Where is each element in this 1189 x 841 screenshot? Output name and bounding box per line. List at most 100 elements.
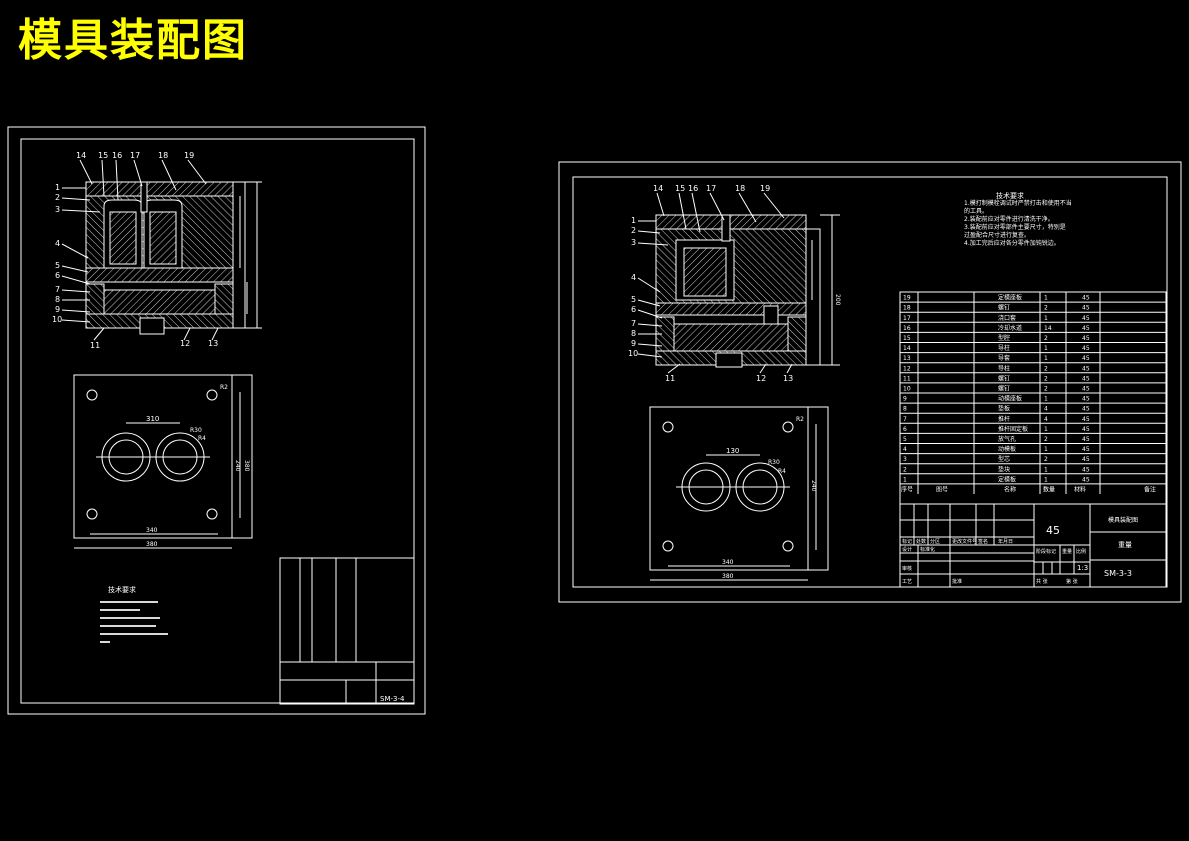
bom-cell: 7 [903, 416, 907, 423]
bom-cell: 1 [1044, 446, 1048, 453]
bom-cell: 1 [1044, 315, 1048, 322]
right-part-labels-bottom: 11 12 13 [665, 374, 793, 383]
bom-cell: 45 [1082, 355, 1090, 362]
bom-cell: 1 [1044, 466, 1048, 473]
bom-cell: 动模板 [998, 445, 1016, 453]
left-part-12: 12 [180, 339, 190, 348]
left-sheet-outer-border [7, 126, 426, 715]
bom-cell: 推杆 [998, 415, 1010, 423]
right-part-6: 6 [631, 305, 636, 314]
left-dim-380v: 380 [243, 460, 250, 472]
bom-cell: 1 [1044, 476, 1048, 483]
right-part-4: 4 [631, 273, 636, 282]
right-section-view: 200 [655, 214, 841, 368]
bom-cell: 45 [1082, 396, 1090, 403]
bom-cell: 9 [903, 396, 907, 403]
bom-cell: 2 [1044, 436, 1048, 443]
right-part-7: 7 [631, 319, 636, 328]
right-dim-240: 240 [810, 480, 817, 492]
bom-cell: 45 [1082, 325, 1090, 332]
bom-cell: 18 [903, 305, 911, 312]
bom-cell: 型腔 [998, 334, 1010, 342]
left-part-15: 15 [98, 151, 108, 160]
right-tech-req-line-2: 的工具。 [964, 207, 988, 215]
bom-cell: 45 [1082, 375, 1090, 382]
right-tech-req-line-3: 2.装配前应对零件进行清洗干净。 [964, 215, 1054, 223]
tb-label-sign: 签名 [978, 538, 988, 545]
bom-cell: 10 [903, 386, 911, 393]
left-part-18: 18 [158, 151, 168, 160]
title-block-weight: 重量 [1118, 541, 1132, 549]
bom-cell: 垫块 [998, 465, 1010, 473]
bom-cell: 导柱 [998, 364, 1010, 372]
bom-cell: 45 [1082, 386, 1090, 393]
left-part-13: 13 [208, 339, 218, 348]
left-part-16: 16 [112, 151, 122, 160]
left-part-6: 6 [55, 271, 60, 280]
bom-cell: 导套 [998, 354, 1010, 362]
bom-cell: 1 [1044, 345, 1048, 352]
tb-label-total-sheets: 共 张 [1036, 578, 1048, 585]
left-leader-lines [61, 159, 219, 341]
bom-cell: 1 [1044, 396, 1048, 403]
left-part-labels-left: 1 2 3 4 5 6 7 8 9 10 [52, 183, 62, 324]
right-tech-requirements: 技术要求 1.模打制模栓调试时严禁打击和使用不当 的工具。 2.装配前应对零件进… [964, 191, 1072, 247]
bom-cell: 垫板 [998, 405, 1010, 413]
tb-label-process: 工艺 [902, 579, 912, 585]
right-title-block: 45 模具装配图 重量 1:3 SM-3-3 标记 处数 分区 更改文件号 签名… [899, 503, 1167, 588]
left-part-4: 4 [55, 239, 60, 248]
tb-label-weight: 重量 [1062, 548, 1072, 555]
bom-cell: 45 [1082, 345, 1090, 352]
right-part-16: 16 [688, 184, 698, 193]
left-part-1: 1 [55, 183, 60, 192]
left-tech-req-title: 技术要求 [108, 585, 136, 594]
left-dim-240: 240 [234, 460, 241, 472]
left-part-labels-bottom: 11 12 13 [90, 339, 218, 350]
left-drawing-number: SM-3-4 [380, 695, 405, 703]
right-plan-view: 130 340 380 240 R30 R4 R2 [649, 406, 829, 581]
left-tech-req-text [100, 601, 168, 643]
left-dim-r4: R4 [198, 435, 206, 442]
bom-header-cell: 材料 [1074, 486, 1086, 494]
tb-label-count: 处数 [916, 538, 926, 545]
bom-cell: 1 [1044, 295, 1048, 302]
right-part-11: 11 [665, 374, 675, 383]
right-part-12: 12 [756, 374, 766, 383]
bom-cell: 2 [1044, 335, 1048, 342]
left-part-7: 7 [55, 285, 60, 294]
bom-cell: 4 [1044, 416, 1048, 423]
right-dim-r4: R4 [778, 468, 786, 475]
bom-cell: 4 [1044, 406, 1048, 413]
tb-label-design: 设计 [902, 546, 912, 553]
right-dim-r2: R2 [796, 416, 804, 423]
bom-cell: 15 [903, 335, 911, 342]
tb-label-scale: 比例 [1076, 548, 1086, 555]
bom-cell: 螺钉 [998, 304, 1010, 312]
left-dim-380: 380 [146, 541, 158, 548]
left-dim-310: 310 [146, 415, 159, 423]
right-part-13: 13 [783, 374, 793, 383]
bom-cell: 45 [1082, 295, 1090, 302]
page-title: 模具装配图 [18, 15, 248, 66]
bom-cell: 45 [1082, 436, 1090, 443]
right-part-9: 9 [631, 339, 636, 348]
tb-label-date: 年月日 [998, 538, 1013, 545]
left-drawing-sheet: 14 15 16 17 18 19 1 2 3 4 5 6 7 8 9 10 1… [7, 126, 426, 715]
bom-header-cell: 备注 [1144, 486, 1156, 494]
left-dim-r30: R30 [190, 427, 202, 434]
bom-cell: 45 [1082, 456, 1090, 463]
left-part-8: 8 [55, 295, 60, 304]
tb-label-mark: 标记 [902, 538, 912, 545]
tb-label-sheet-no: 第 张 [1066, 578, 1078, 585]
bom-cell: 45 [1082, 446, 1090, 453]
right-part-15: 15 [675, 184, 685, 193]
bom-cell: 16 [903, 325, 911, 332]
tb-label-standard: 标准化 [920, 546, 935, 553]
bom-header-cell: 名称 [1004, 486, 1016, 494]
title-block-name: 模具装配图 [1108, 516, 1138, 524]
bom-cell: 45 [1082, 305, 1090, 312]
bom-cell: 17 [903, 315, 911, 322]
left-sheet-inner-border [20, 138, 415, 704]
left-part-17: 17 [130, 151, 140, 160]
